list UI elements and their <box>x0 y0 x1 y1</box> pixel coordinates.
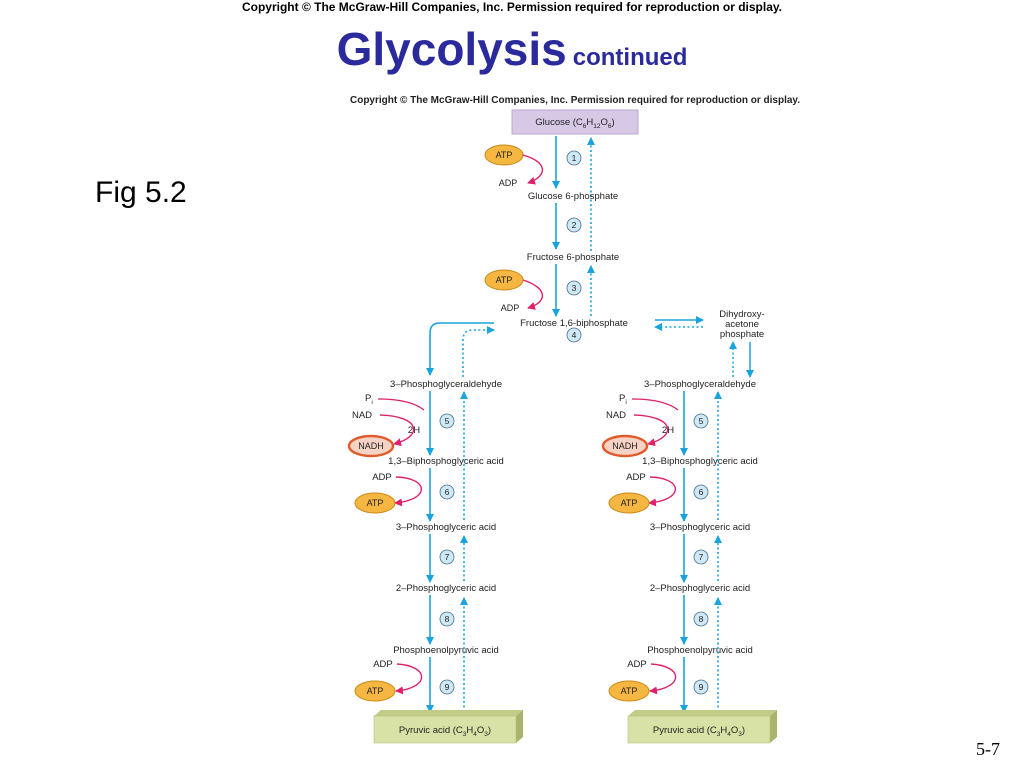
figure-label: Fig 5.2 <box>95 176 187 209</box>
right-pyruvate-box: Pyruvic acid (C3H4O3) <box>627 710 777 744</box>
right-atp-badge-step-6: ATP <box>608 492 650 514</box>
right-nadh-badge: NADH <box>601 434 649 458</box>
left-atp-text-9: ATP <box>367 686 384 696</box>
step-2-marker: 2 <box>566 217 582 233</box>
left-atp-text-6: ATP <box>367 498 384 508</box>
fructose-16-biphosphate-label: Fructose 1,6-biphosphate <box>520 318 628 329</box>
right-step-9-marker: 9 <box>693 679 709 695</box>
right-atp-text-6: ATP <box>621 498 638 508</box>
glucose-6-phosphate-label: Glucose 6-phosphate <box>528 191 618 202</box>
left-step-9-marker-number: 9 <box>445 682 450 692</box>
adp-label-step-1: ADP <box>499 178 518 188</box>
right-2pga-label: 2–Phosphoglyceric acid <box>650 583 750 594</box>
right-3pga-label: 3–Phosphoglyceric acid <box>650 522 750 533</box>
svg-text:3: 3 <box>572 283 577 293</box>
left-atp-badge-step-6: ATP <box>354 492 396 514</box>
left-step-5-marker-number: 5 <box>445 416 450 426</box>
right-step-5-marker: 5 <box>693 413 709 429</box>
svg-text:ATP: ATP <box>496 150 513 160</box>
atp-badge-step-3: ATP <box>484 269 524 291</box>
left-3pga-label: 3–Phosphoglyceric acid <box>396 522 496 533</box>
right-step-7-marker-number: 7 <box>699 552 704 562</box>
right-step-8-marker-number: 8 <box>699 614 704 624</box>
copyright-notice: Copyright © The McGraw-Hill Companies, I… <box>241 0 783 14</box>
fructose-6-phosphate-label: Fructose 6-phosphate <box>527 252 619 263</box>
left-adp-label-step-9: ADP <box>373 659 393 670</box>
right-step-9-marker-number: 9 <box>699 682 704 692</box>
left-step-7-marker: 7 <box>439 549 455 565</box>
left-step-8-marker: 8 <box>439 611 455 627</box>
right-bpg-label: 1,3–Biphosphoglyceric acid <box>642 456 758 467</box>
left-pi-label: Pi <box>365 393 373 406</box>
atp-to-adp-arrow-1 <box>522 154 544 185</box>
left-step-6-marker-number: 6 <box>445 487 450 497</box>
left-step-8-marker-number: 8 <box>445 614 450 624</box>
glucose-box <box>511 109 639 135</box>
right-atp-text-9: ATP <box>621 686 638 696</box>
right-pyruvate-label: Pyruvic acid (C3H4O3) <box>653 725 745 738</box>
left-nad-label: NAD <box>352 410 372 421</box>
right-atp-badge-step-9: ATP <box>608 680 650 702</box>
right-nad-label: NAD <box>606 410 626 421</box>
page-number: 5-7 <box>976 739 1000 759</box>
right-step-5-marker-number: 5 <box>699 416 704 426</box>
title-subtitle: continued <box>572 44 688 71</box>
right-step-8-marker: 8 <box>693 611 709 627</box>
right-adp-to-atp-arrow-6 <box>648 476 677 507</box>
svg-text:ATP: ATP <box>496 275 513 285</box>
left-branch: 3–Phosphoglyceraldehyde 1,3–Biphosphoglyc… <box>347 379 523 744</box>
right-adp-label-step-9: ADP <box>627 659 647 670</box>
right-step-7-marker: 7 <box>693 549 709 565</box>
figure-copyright: Copyright © The McGraw-Hill Companies, I… <box>350 95 800 106</box>
right-pep-label: Phosphoenolpyruvic acid <box>647 645 753 656</box>
left-adp-to-atp-arrow-6 <box>394 476 423 507</box>
step-3-marker: 3 <box>566 280 582 296</box>
atp-badge-step-1: ATP <box>484 144 524 166</box>
step-4-marker: 4 <box>566 327 582 343</box>
split-reverse-left <box>462 326 495 377</box>
right-pi-arrow <box>631 398 679 411</box>
left-step-7-marker-number: 7 <box>445 552 450 562</box>
left-adp-to-atp-arrow-9 <box>395 663 423 695</box>
left-step-9-marker: 9 <box>439 679 455 695</box>
right-step-6-marker: 6 <box>693 484 709 500</box>
svg-text:1: 1 <box>572 153 577 163</box>
left-adp-label-step-6: ADP <box>372 472 392 483</box>
right-pi-label: Pi <box>619 393 627 406</box>
left-atp-badge-step-9: ATP <box>354 680 396 702</box>
left-pyruvate-label: Pyruvic acid (C3H4O3) <box>399 725 491 738</box>
left-nadh-text: NADH <box>358 441 384 451</box>
left-nad-to-nadh-arrow <box>379 414 415 447</box>
atp-to-adp-arrow-3 <box>522 279 544 310</box>
left-2pga-label: 2–Phosphoglyceric acid <box>396 583 496 594</box>
right-branch: 3–Phosphoglyceraldehyde 1,3–Biphosphoglyc… <box>601 379 777 744</box>
left-bpg-label: 1,3–Biphosphoglyceric acid <box>388 456 504 467</box>
dhap-label-line-2: acetone <box>725 319 759 330</box>
left-g3p-label: 3–Phosphoglyceraldehyde <box>390 379 502 390</box>
left-nadh-badge: NADH <box>347 434 395 458</box>
step-1-marker: 1 <box>566 150 582 166</box>
left-pep-label: Phosphoenolpyruvic acid <box>393 645 499 656</box>
right-step-6-marker-number: 6 <box>699 487 704 497</box>
glucose-label: Glucose (C6H12O6) <box>535 117 614 130</box>
dhap-label-line-3: phosphate <box>720 329 764 340</box>
right-adp-label-step-6: ADP <box>626 472 646 483</box>
adp-label-step-3: ADP <box>501 303 520 313</box>
right-nadh-text: NADH <box>612 441 638 451</box>
right-adp-to-atp-arrow-9 <box>649 663 677 695</box>
right-nad-to-nadh-arrow <box>633 414 669 447</box>
title-main: Glycolysis <box>336 23 567 75</box>
svg-text:4: 4 <box>572 330 577 340</box>
left-step-6-marker: 6 <box>439 484 455 500</box>
right-g3p-label: 3–Phosphoglyceraldehyde <box>644 379 756 390</box>
svg-text:2: 2 <box>572 220 577 230</box>
left-step-5-marker: 5 <box>439 413 455 429</box>
left-pyruvate-box: Pyruvic acid (C3H4O3) <box>373 710 523 744</box>
left-pi-arrow <box>377 398 425 411</box>
split-arrow-left <box>426 322 494 376</box>
dhap-label-line-1: Dihydroxy- <box>719 309 764 320</box>
